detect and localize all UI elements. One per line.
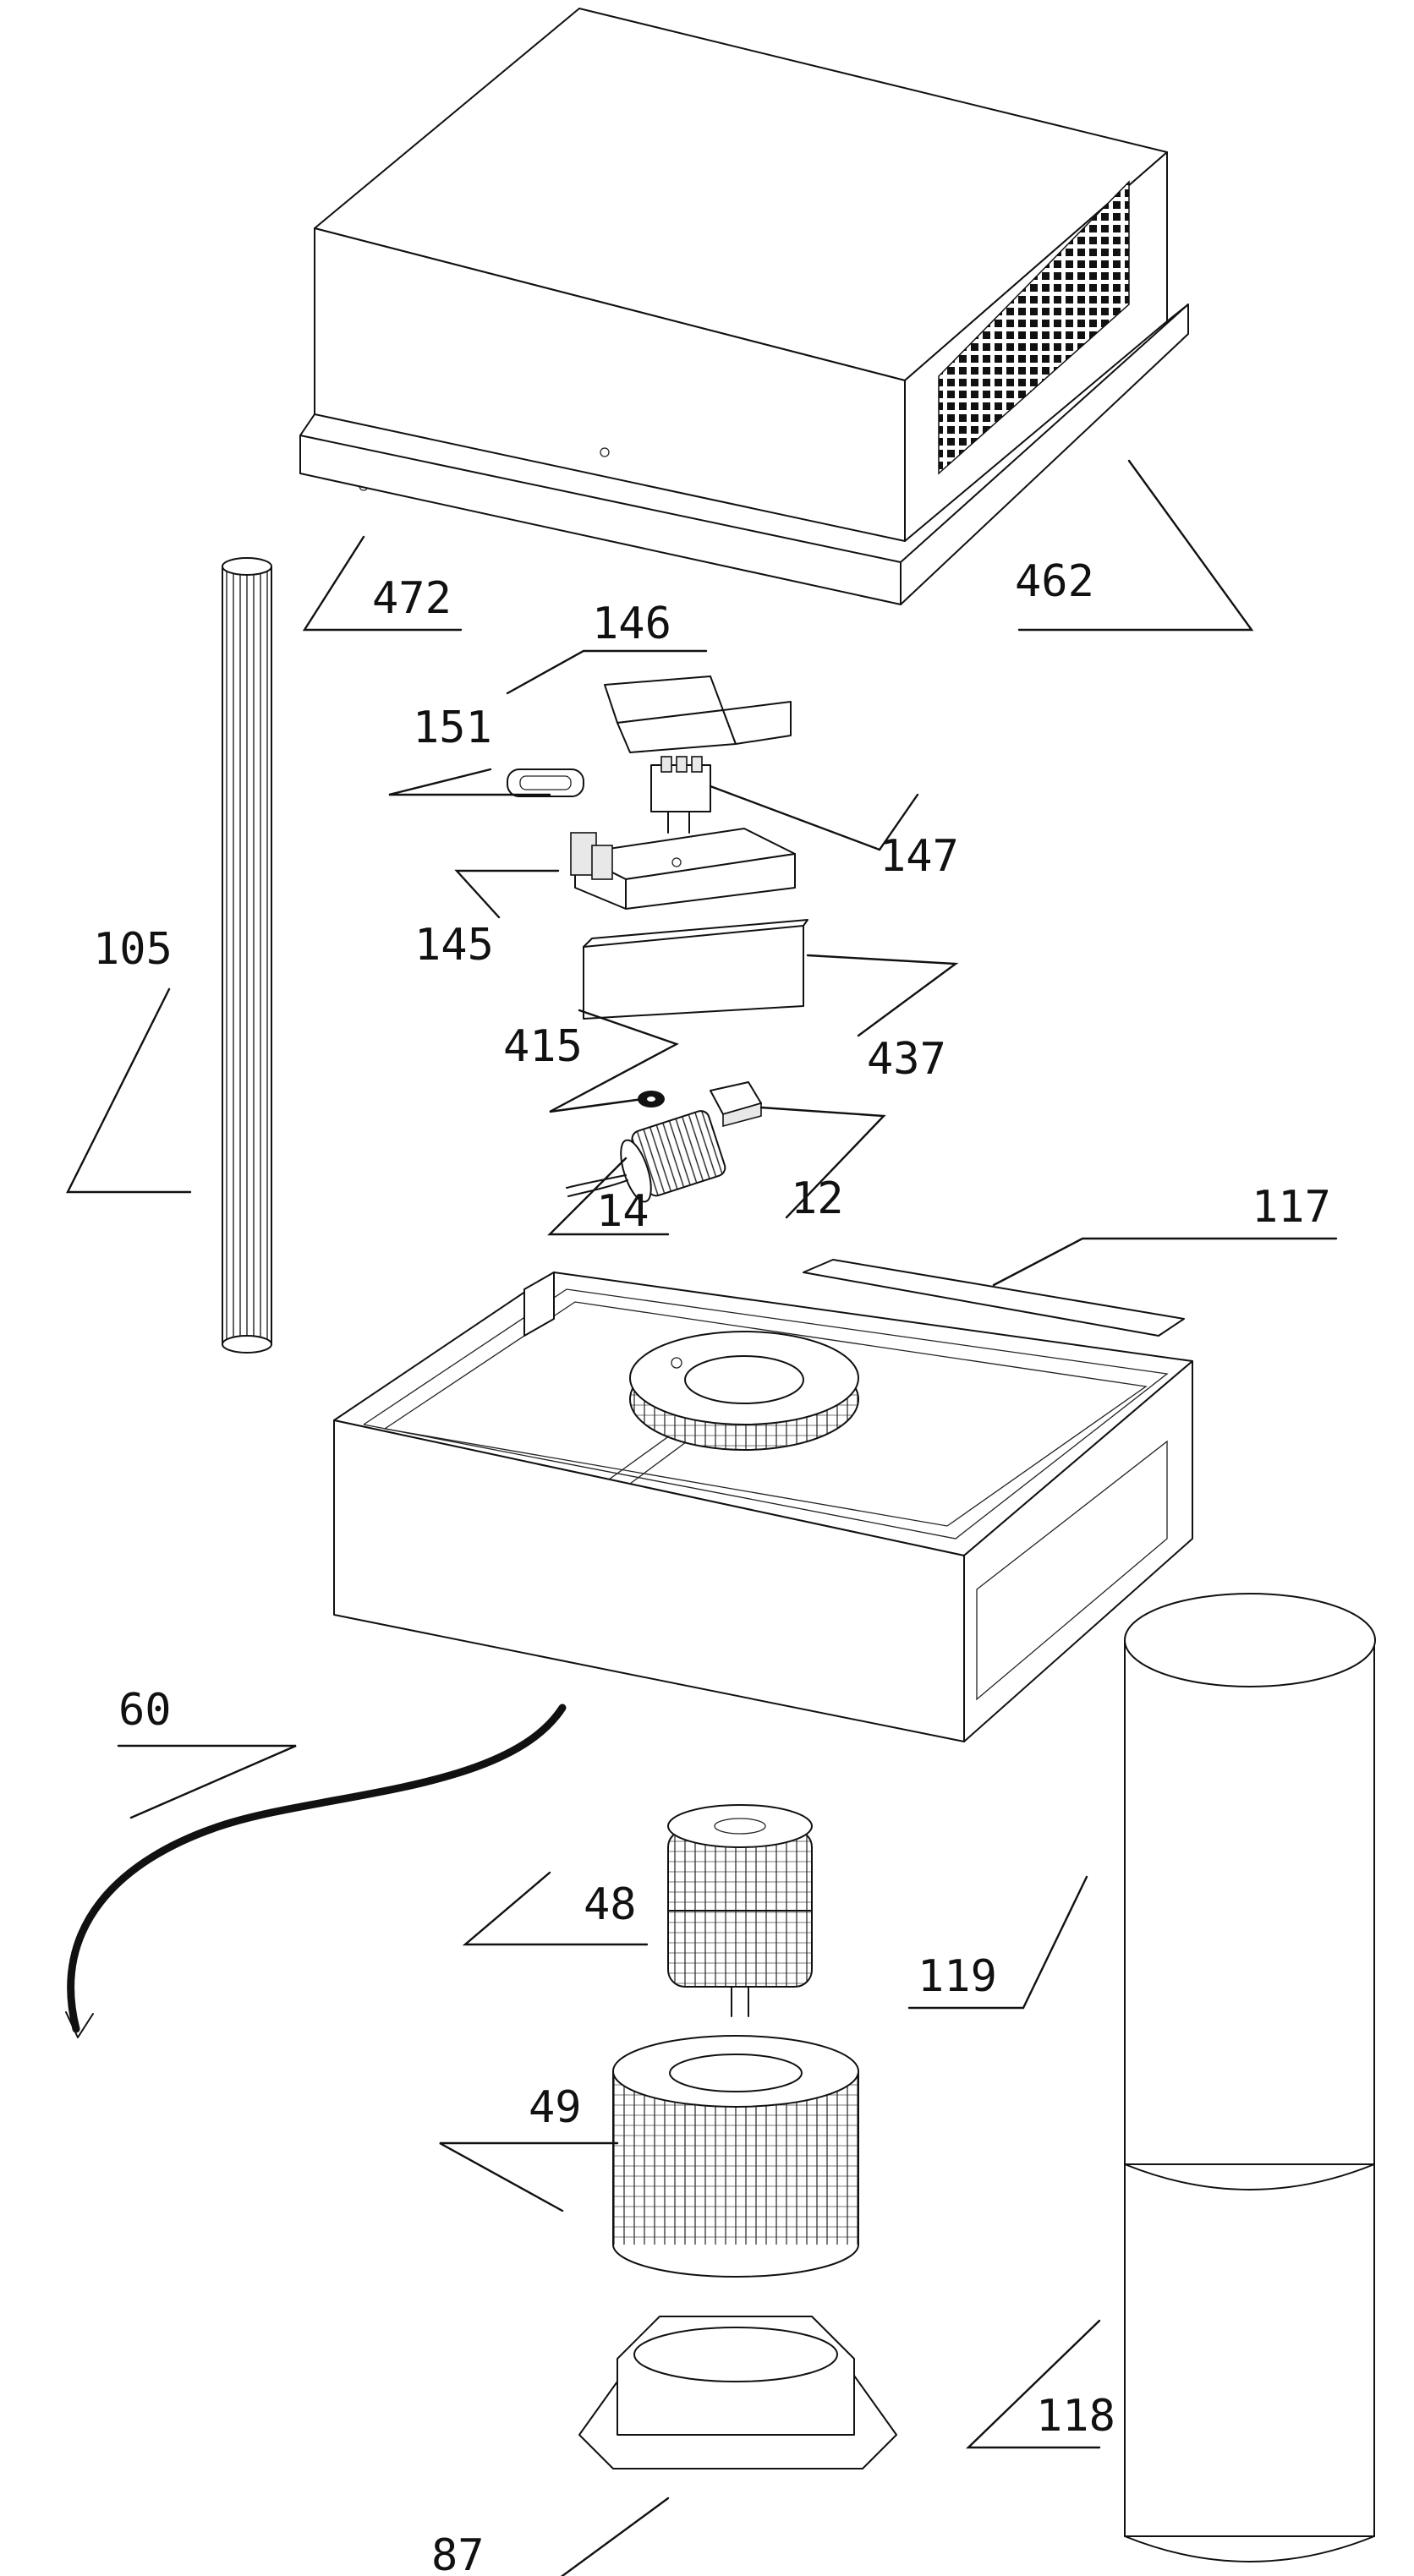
lower-tube: [1124, 2163, 1375, 2562]
label-472: 472: [372, 573, 452, 624]
label-147: 147: [880, 831, 959, 882]
small-motor: [566, 1110, 726, 1203]
toroidal-core: [629, 1331, 859, 1451]
label-49: 49: [529, 2082, 582, 2133]
cable: [65, 1704, 567, 2038]
stator: [612, 2035, 859, 2278]
cover-housing: [314, 8, 1168, 588]
label-105: 105: [93, 924, 173, 975]
label-415: 415: [503, 1021, 583, 1072]
pcb-cover: [604, 675, 792, 753]
label-48: 48: [584, 1879, 637, 1930]
label-118: 118: [1036, 2391, 1115, 2442]
washer: [638, 1091, 665, 1108]
rod: [222, 557, 272, 1354]
mounting-plate: [583, 919, 808, 1020]
label-119: 119: [918, 1951, 997, 2002]
clip: [710, 1081, 762, 1128]
spacer: [507, 768, 584, 797]
label-12: 12: [791, 1173, 844, 1224]
reference-labels: 472 462 146 151 147 145 105 415 437 14 1…: [93, 556, 1331, 2576]
label-145: 145: [414, 920, 494, 971]
label-146: 146: [592, 599, 671, 649]
rotor: [667, 1804, 813, 2017]
label-14: 14: [596, 1186, 649, 1237]
ventilation-grille: [938, 180, 1130, 475]
label-437: 437: [867, 1034, 946, 1085]
connector: [650, 756, 711, 834]
label-87: 87: [431, 2530, 485, 2576]
board-bracket: [570, 828, 796, 910]
leader-lines: [66, 459, 1338, 2576]
mounting-flange: [299, 304, 1189, 605]
label-117: 117: [1252, 1182, 1331, 1233]
label-60: 60: [118, 1685, 172, 1736]
ring-base: [578, 2316, 897, 2469]
label-462: 462: [1015, 556, 1094, 607]
upper-tube: [1124, 1593, 1376, 2190]
label-151: 151: [413, 703, 492, 753]
